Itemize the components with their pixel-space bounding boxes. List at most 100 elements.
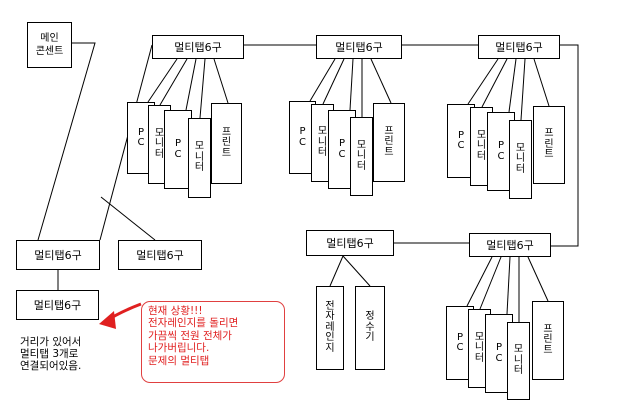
multitap-left-1: 멀티탭6구 — [16, 240, 100, 270]
device-label-char: C — [338, 148, 346, 160]
device-label-char: 프 — [384, 125, 394, 137]
device-label-char: P — [338, 138, 345, 149]
note-line: 멀티탭 3개로 — [20, 348, 79, 361]
device-label-char: 레 — [325, 321, 335, 333]
callout-line: 나가버립니다. — [148, 342, 210, 355]
device-label-char: C — [174, 148, 182, 160]
main-outlet-label-1: 메인 — [40, 33, 59, 44]
device-label-char: 니 — [194, 151, 205, 163]
multitap-top-1: 멀티탭6구 — [152, 35, 244, 59]
device-label-char: 기 — [365, 332, 375, 344]
multitap-top-3: 멀티탭6구 — [478, 35, 560, 59]
device-label-char: 자 — [325, 311, 335, 323]
device-label-char: 터 — [476, 150, 487, 162]
device-label-char: 프 — [544, 128, 554, 140]
device-label-char: P — [456, 331, 463, 343]
device-label-char: 트 — [544, 149, 554, 161]
note-line: 연결되어있음. — [20, 360, 82, 373]
device-label-char: 모 — [476, 129, 487, 141]
device-label-char: P — [137, 126, 144, 138]
multitap-problem: 멀티탭6구 — [16, 290, 99, 320]
device-label-char: 터 — [515, 163, 526, 175]
multitap-middle: 멀티탭6구 — [306, 230, 394, 256]
device-label-char: P — [497, 140, 504, 151]
device-label-char: C — [495, 352, 503, 364]
device-label-char: P — [174, 138, 181, 149]
device-label-char: 터 — [513, 365, 524, 377]
device-label-char: 니 — [154, 138, 165, 150]
device-label-char: 니 — [513, 354, 524, 366]
multitap-left-2: 멀티탭6구 — [118, 240, 202, 270]
callout-line: 현재 상황!!! — [148, 305, 203, 317]
device-label-char: 니 — [474, 342, 485, 354]
device-label-char: 터 — [474, 352, 485, 364]
device-label-char: 터 — [356, 160, 367, 172]
device-label-char: 모 — [356, 139, 367, 151]
device-label-char: 터 — [317, 147, 328, 159]
device-label-char: 니 — [317, 136, 328, 148]
device-label-char: P — [495, 342, 502, 353]
device-label-char: 모 — [154, 127, 165, 139]
device-label-char: 모 — [194, 141, 205, 153]
device-label-char: 린 — [221, 137, 232, 149]
device-label-char: 트 — [384, 146, 394, 158]
device-label-char: 모 — [513, 344, 524, 356]
device-label-char: C — [497, 150, 505, 162]
device-label-char: 린 — [543, 334, 553, 346]
device-label-char: 정 — [365, 311, 375, 323]
device-label-char: 모 — [515, 142, 526, 154]
callout-line: 전자레인지를 돌리면 — [148, 317, 239, 330]
multitap-bottom-right: 멀티탭6구 — [469, 233, 551, 257]
device-label-char: 프 — [221, 126, 232, 138]
red-arrow-icon — [99, 302, 142, 329]
main-outlet-label-2: 콘센트 — [35, 46, 64, 57]
device-label-char: 전 — [325, 300, 335, 312]
device-label-char: 트 — [221, 147, 232, 159]
device-label-char: 린 — [384, 136, 394, 148]
device-label-char: 프 — [543, 323, 553, 335]
device-label-char: C — [299, 136, 306, 148]
device-label-char: 니 — [515, 153, 526, 165]
device-label-char: 터 — [194, 162, 205, 174]
device-label-char: 인 — [325, 332, 335, 344]
main-outlet: 메인 콘센트 — [27, 22, 72, 68]
device-label-char: C — [137, 137, 145, 148]
device-label-char: 수 — [365, 321, 375, 333]
device-label-char: C — [457, 140, 465, 151]
callout-line: 가끔씩 전원 전체가 — [148, 329, 232, 342]
device-label-char: 모 — [474, 331, 485, 343]
device-label-char: 니 — [356, 150, 367, 162]
note-line: 거리가 있어서 — [20, 336, 82, 348]
distance-note: 거리가 있어서 멀티탭 3개로 연결되어있음. — [20, 336, 81, 372]
